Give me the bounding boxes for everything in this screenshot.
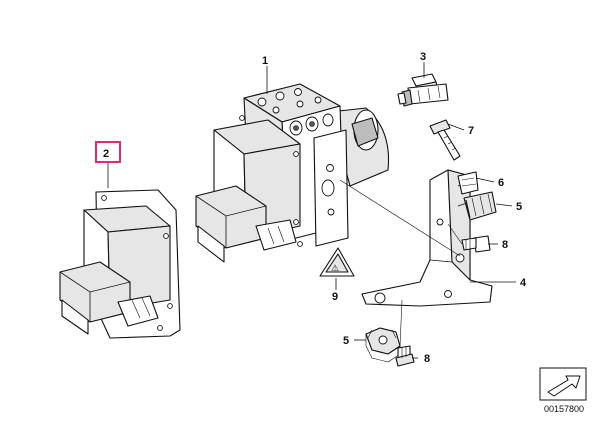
part-5-damper-upper[interactable] [463, 191, 497, 221]
callout-8-upper[interactable]: 8 [502, 239, 508, 251]
part-8-bolt-lower[interactable] [395, 345, 415, 367]
reference-number: 00157800 [544, 404, 584, 414]
part-7-screw[interactable] [429, 119, 461, 161]
arrow-right-icon [539, 367, 587, 401]
part-3-pressure-sensor[interactable] [397, 73, 449, 107]
callout-9[interactable]: 9 [332, 291, 338, 303]
part-5-damper-lower[interactable] [365, 327, 401, 363]
callout-5-lower[interactable]: 5 [343, 335, 349, 347]
part-2-control-module[interactable] [59, 189, 181, 339]
part-6-grommet[interactable] [457, 171, 479, 195]
callout-2-highlight [95, 141, 121, 163]
callout-1[interactable]: 1 [262, 55, 268, 67]
callout-4[interactable]: 4 [520, 277, 527, 289]
leader-lines [107, 62, 516, 359]
part-8-bolt-upper[interactable] [461, 235, 491, 253]
part-9-warning-label[interactable]: ⚠ [319, 247, 355, 277]
callout-7[interactable]: 7 [468, 125, 474, 137]
callout-8-lower[interactable]: 8 [424, 353, 430, 365]
warning-label-glyph-icon: ⚠ [331, 263, 339, 273]
part-1-hydraulic-unit[interactable] [195, 83, 390, 263]
callout-3[interactable]: 3 [420, 51, 426, 63]
callout-2[interactable]: 2 [103, 148, 109, 160]
callout-5-upper[interactable]: 5 [516, 201, 522, 213]
callout-6[interactable]: 6 [498, 177, 504, 189]
